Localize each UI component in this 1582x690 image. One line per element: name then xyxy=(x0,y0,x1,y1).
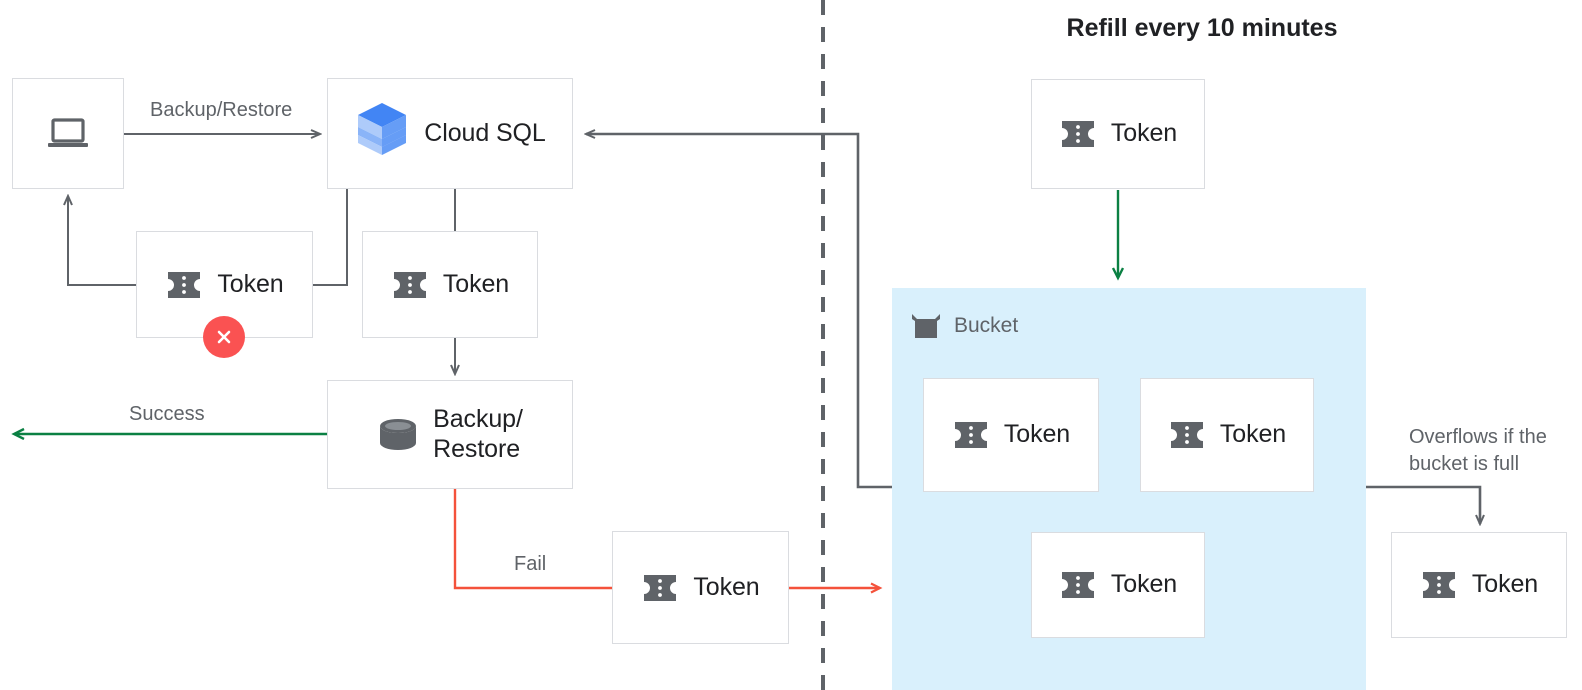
node-label-token-fail-return: Token xyxy=(693,572,760,601)
token-icon xyxy=(165,270,203,300)
node-label-cloud-sql: Cloud SQL xyxy=(424,118,546,147)
node-label-bucket-token-1: Token xyxy=(1003,420,1071,449)
node-label-token-issued: Token xyxy=(442,269,510,298)
edge-label-backup-restore: Backup/Restore xyxy=(150,99,293,121)
node-bucket-token-1[interactable]: Token xyxy=(923,378,1099,492)
edge-overflow xyxy=(1366,485,1480,524)
edge-cloudsql-to-token-failed xyxy=(313,189,348,286)
database-icon xyxy=(377,416,419,454)
node-label-token-refill: Token xyxy=(1110,119,1178,148)
node-label-bucket-token-3: Token xyxy=(1110,570,1178,599)
node-bucket-token-3[interactable]: Token xyxy=(1031,532,1205,638)
node-label-bucket-token-2: Token xyxy=(1219,420,1287,449)
node-label-token-failed: Token xyxy=(217,269,284,298)
bucket-header: Bucket xyxy=(910,311,1018,341)
node-client[interactable] xyxy=(12,78,124,189)
node-label-token-overflow: Token xyxy=(1471,570,1539,599)
edge-token-failed-to-client xyxy=(68,196,136,286)
token-icon xyxy=(641,573,679,603)
status-badge-fail xyxy=(203,316,245,358)
token-icon xyxy=(391,270,429,300)
node-token-refill[interactable]: Token xyxy=(1031,79,1205,189)
token-icon xyxy=(1420,570,1458,600)
edge-label-fail: Fail xyxy=(514,553,547,575)
bucket-icon xyxy=(910,311,942,341)
token-icon xyxy=(1059,570,1097,600)
node-cloud-sql[interactable]: Cloud SQL xyxy=(327,78,573,189)
laptop-icon xyxy=(46,117,90,151)
node-backup-restore[interactable]: Backup/ Restore xyxy=(327,380,573,489)
token-icon xyxy=(1059,119,1097,149)
page-title: Refill every 10 minutes xyxy=(1066,14,1338,42)
close-icon xyxy=(217,330,231,344)
bucket-label: Bucket xyxy=(954,314,1019,337)
token-icon xyxy=(952,420,990,450)
node-bucket-token-2[interactable]: Token xyxy=(1140,378,1314,492)
edge-label-success: Success xyxy=(129,403,205,425)
node-token-fail-return[interactable]: Token xyxy=(612,531,789,644)
token-icon xyxy=(1168,420,1206,450)
node-token-issued[interactable]: Token xyxy=(362,231,538,338)
node-token-overflow[interactable]: Token xyxy=(1391,532,1567,638)
cloud-sql-icon xyxy=(354,101,410,167)
edge-label-overflow: Overflows if the bucket is full xyxy=(1409,426,1547,475)
edge-bucket-to-cloudsql xyxy=(586,134,892,489)
node-label-backup-restore: Backup/ Restore xyxy=(433,405,523,463)
